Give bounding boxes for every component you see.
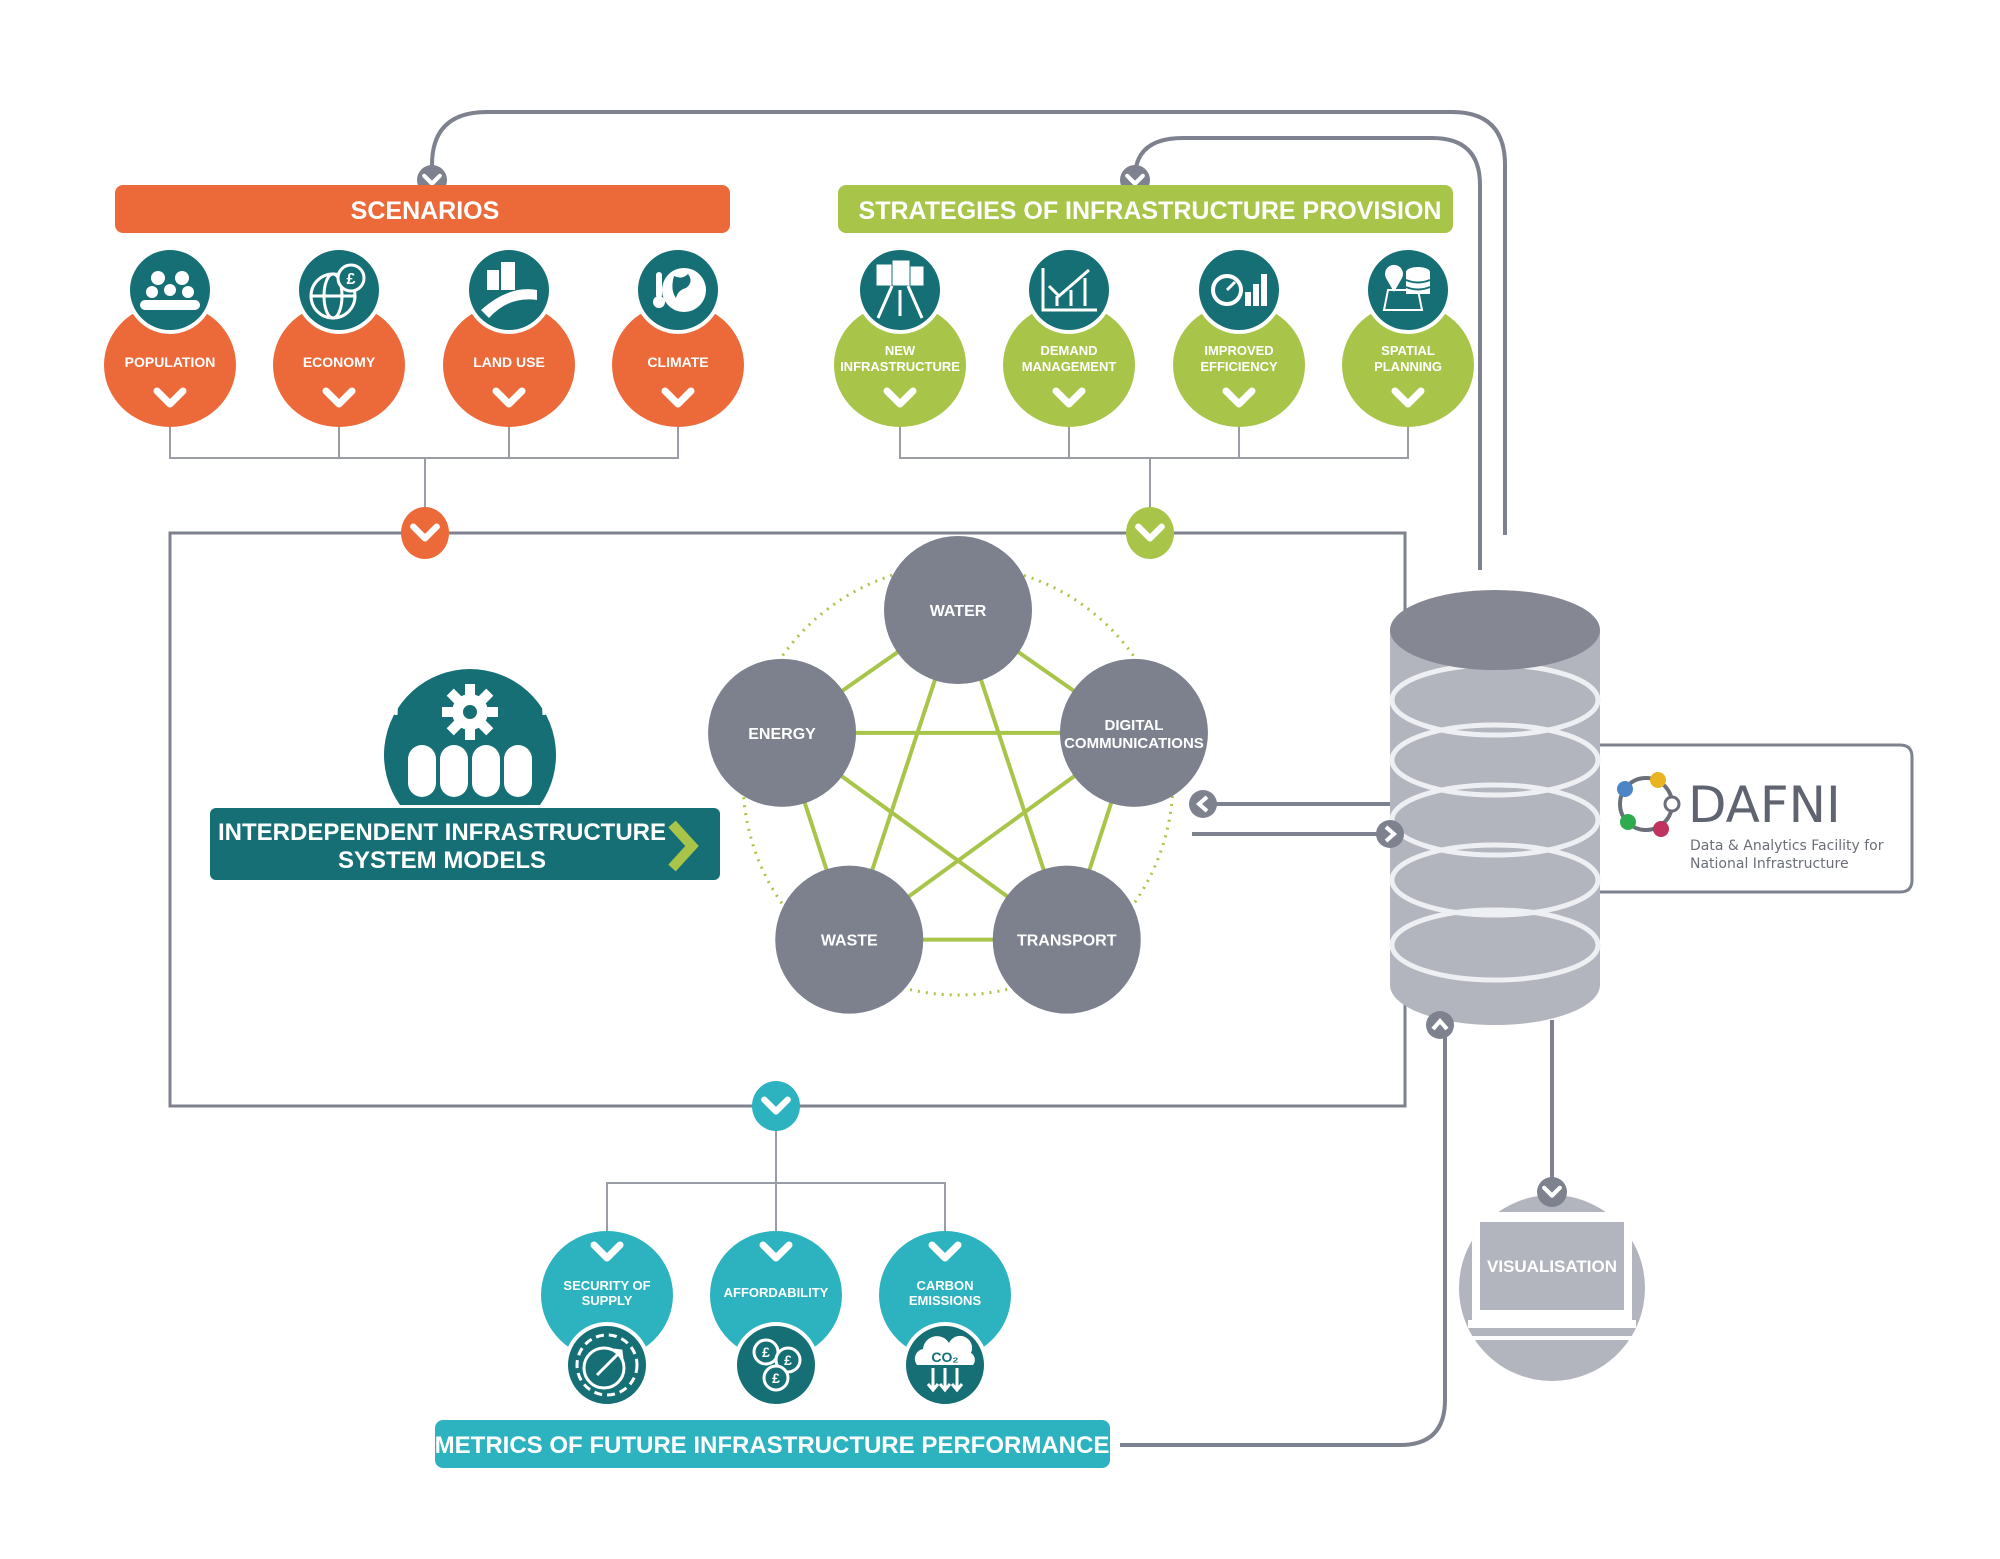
metrics-section: SECURITY OF SUPPLY AFFORDABILITY £££ [435, 1081, 1110, 1468]
strategy-label-line1: SPATIAL [1381, 343, 1435, 358]
scenario-land-use[interactable]: LAND USE [443, 246, 575, 427]
scenario-economy[interactable]: £ ECONOMY [273, 246, 405, 427]
feedback-line-strategies [1133, 136, 1482, 570]
dafni-subtitle-line2: National Infrastructure [1690, 856, 1849, 872]
dafni-dot [1650, 772, 1666, 788]
visualisation-label: VISUALISATION [1487, 1257, 1617, 1276]
dafni-box-outline [1590, 743, 1914, 894]
chevron-right-icon [1376, 820, 1404, 848]
globe-pound-icon: £ [309, 263, 366, 320]
models-title-line2: SYSTEM MODELS [338, 847, 546, 874]
chevron-up-icon [1426, 1011, 1454, 1039]
strategy-label-line2: INFRASTRUCTURE [840, 359, 960, 374]
scenarios-banner [115, 185, 730, 233]
city-field-icon [481, 262, 537, 318]
visualisation[interactable]: VISUALISATION [1459, 1177, 1645, 1381]
earth-thermometer-icon [653, 268, 706, 312]
scenario-label: ECONOMY [303, 354, 376, 370]
map-pin-database-icon [1382, 264, 1431, 311]
dafni-dot [1653, 821, 1669, 837]
chevron-left-icon [1189, 790, 1217, 818]
svg-text:CO₂: CO₂ [931, 1349, 958, 1365]
metric-label-line2: SUPPLY [582, 1293, 633, 1308]
network-node-label: COMMUNICATIONS [1064, 735, 1204, 752]
database-rings [1389, 662, 1601, 983]
models-to-metrics-chevron [752, 1081, 800, 1131]
gear-icon [442, 684, 498, 740]
strategies-to-models-chevron [1126, 507, 1174, 559]
network-node-water[interactable]: WATER [884, 536, 1032, 684]
scenarios-section: SCENARIOS POPULATION £ ECONOMY [104, 185, 744, 427]
strategy-new-infrastructure[interactable]: NEW INFRASTRUCTURE [834, 246, 966, 427]
network-node-label: DIGITAL [1105, 717, 1164, 734]
strategies-title: STRATEGIES OF INFRASTRUCTURE PROVISION [859, 197, 1442, 225]
network-node-waste[interactable]: WASTE [775, 865, 924, 1014]
network-node-label: ENERGY [748, 726, 816, 743]
network-node-label: WASTE [821, 933, 878, 950]
strategy-improved-efficiency[interactable]: IMPROVED EFFICIENCY [1173, 246, 1305, 427]
metrics-to-database-line [1120, 1025, 1447, 1447]
buildings-road-icon [876, 260, 924, 319]
metric-label-line1: SECURITY OF [563, 1278, 650, 1293]
scenario-label: LAND USE [473, 354, 545, 370]
network-node-transport[interactable]: TRANSPORT [992, 865, 1141, 1014]
tree-lines [169, 425, 1409, 1235]
metrics-title: METRICS OF FUTURE INFRASTRUCTURE PERFORM… [435, 1432, 1110, 1459]
metric-label-line1: CARBON [916, 1278, 973, 1293]
scenario-climate[interactable]: CLIMATE [612, 246, 744, 427]
svg-text:£: £ [762, 1344, 770, 1360]
strategy-label-line1: IMPROVED [1204, 343, 1273, 358]
metric-carbon-emissions[interactable]: CARBON EMISSIONS CO₂ [879, 1231, 1011, 1408]
strategy-spatial-planning[interactable]: SPATIAL PLANNING [1342, 246, 1474, 427]
pound-coins-icon: £££ [752, 1338, 802, 1392]
strategies-section: STRATEGIES OF INFRASTRUCTURE PROVISION N… [834, 185, 1474, 427]
svg-text:£: £ [784, 1352, 792, 1368]
scenarios-title: SCENARIOS [351, 197, 500, 225]
models-banner [210, 808, 720, 880]
database-cylinder[interactable] [1389, 590, 1601, 1025]
metric-label-line1: AFFORDABILITY [724, 1285, 829, 1300]
svg-text:£: £ [347, 271, 356, 288]
gauge-bars-icon [1211, 274, 1267, 306]
metric-label-line2: EMISSIONS [909, 1293, 982, 1308]
people-icon [140, 271, 200, 310]
strategy-label-line1: NEW [885, 343, 916, 358]
svg-text:£: £ [772, 1370, 780, 1386]
dafni-subtitle-line1: Data & Analytics Facility for [1690, 838, 1884, 854]
database-top [1390, 590, 1600, 670]
dafni-name: DAFNI [1688, 776, 1841, 834]
network-node-label: TRANSPORT [1017, 933, 1117, 950]
network-node-label: WATER [930, 603, 987, 620]
chevron-down-icon [1537, 1177, 1567, 1207]
strategy-label-line1: DEMAND [1040, 343, 1097, 358]
strategy-label-line2: EFFICIENCY [1200, 359, 1278, 374]
dafni-logo[interactable]: DAFNI Data & Analytics Facility for Nati… [1617, 772, 1884, 872]
strategy-label-line2: MANAGEMENT [1022, 359, 1117, 374]
scenarios-to-models-chevron [401, 507, 449, 559]
metric-affordability[interactable]: AFFORDABILITY £££ [710, 1231, 842, 1408]
gauge-arrow-icon [575, 1333, 639, 1397]
scenario-population[interactable]: POPULATION [104, 246, 236, 427]
feedback-line-scenarios [430, 110, 1507, 535]
metrics-banner [435, 1420, 1110, 1468]
model-pods-icon [408, 745, 532, 797]
chart-arrows-icon [1041, 268, 1097, 312]
strategy-label-line2: PLANNING [1374, 359, 1442, 374]
network-node-energy[interactable]: ENERGY [708, 658, 857, 807]
co2-cloud-icon: CO₂ [914, 1335, 975, 1393]
dafni-ring-icon [1617, 772, 1681, 837]
metric-security-of-supply[interactable]: SECURITY OF SUPPLY [541, 1231, 673, 1408]
scenario-label: POPULATION [125, 354, 216, 370]
chevron-right-icon [668, 820, 699, 872]
system-models[interactable]: INTERDEPENDENT INFRASTRUCTURE SYSTEM MOD… [210, 639, 720, 880]
strategy-demand-management[interactable]: DEMAND MANAGEMENT [1003, 246, 1135, 427]
scenario-label: CLIMATE [647, 354, 708, 370]
dafni-dot [1617, 781, 1633, 797]
dafni-dot [1620, 814, 1636, 830]
strategies-banner [838, 185, 1453, 233]
models-title-line1: INTERDEPENDENT INFRASTRUCTURE [218, 819, 666, 846]
